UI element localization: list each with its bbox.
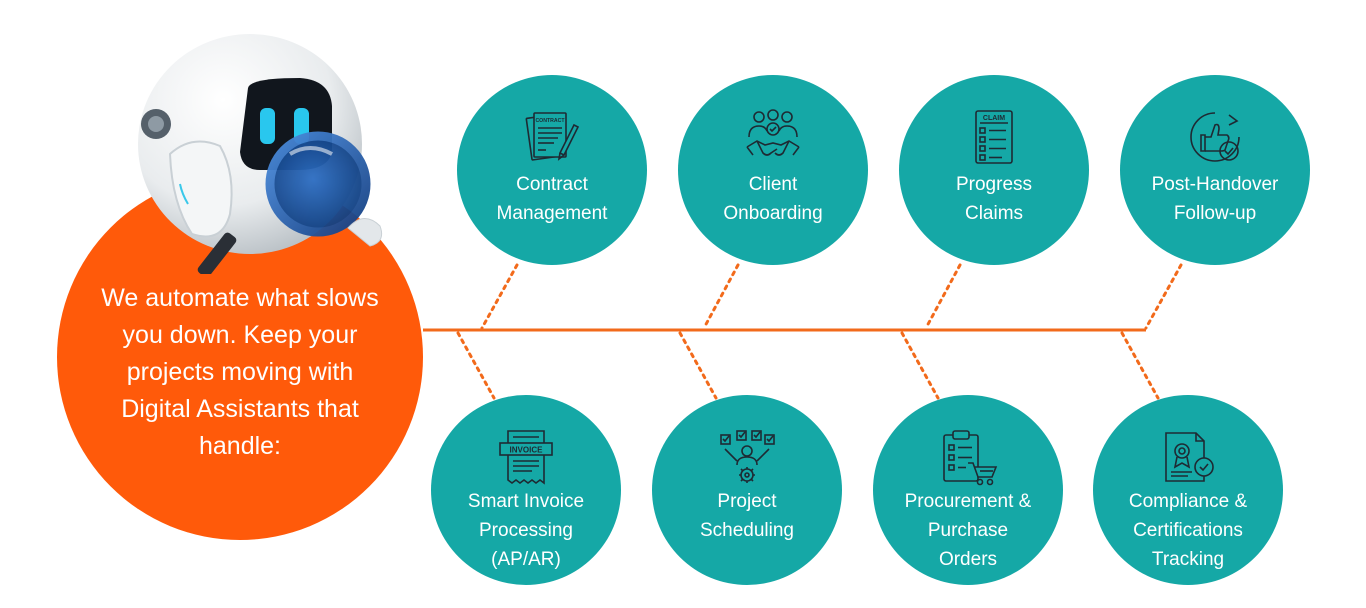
- node-label: Progress Claims: [955, 174, 1033, 224]
- connector-procurement: [900, 331, 940, 400]
- node-label: Client Onboarding: [723, 174, 823, 224]
- node-contract-management: CONTRACT Contract Management: [457, 75, 647, 265]
- claim-checklist-icon: CLAIM: [975, 110, 1013, 164]
- node-label: Compliance & Certifications Tracking: [1128, 491, 1248, 570]
- connector-followup: [1144, 263, 1183, 330]
- node-smart-invoice: INVOICE Smart Invoice Processing (AP/AR): [431, 395, 621, 585]
- hero-text: We automate what slows you down. Keep yo…: [101, 284, 379, 460]
- connector-invoice: [456, 331, 496, 400]
- contract-icon-text: CONTRACT: [535, 118, 565, 124]
- connector-contract: [480, 263, 519, 330]
- node-label: Contract Management: [496, 174, 608, 224]
- connector-claims: [924, 263, 962, 330]
- node-procurement: Procurement & Purchase Orders: [873, 395, 1063, 585]
- tasks-gear-icon: [720, 430, 775, 483]
- node-client-onboarding: Client Onboarding: [678, 75, 868, 265]
- node-label: Post-Handover Follow-up: [1151, 174, 1279, 224]
- claim-icon-text: CLAIM: [983, 115, 1005, 122]
- node-progress-claims: CLAIM Progress Claims: [899, 75, 1089, 265]
- node-project-scheduling: Project Scheduling: [652, 395, 842, 585]
- contract-document-icon: CONTRACT: [525, 112, 580, 161]
- node-post-handover: Post-Handover Follow-up: [1120, 75, 1310, 265]
- connector-client: [702, 263, 740, 330]
- invoice-icon: INVOICE: [499, 430, 553, 485]
- node-compliance: Compliance & Certifications Tracking: [1093, 395, 1283, 585]
- node-label: Smart Invoice Processing (AP/AR): [467, 491, 585, 570]
- connector-scheduling: [678, 331, 718, 400]
- robot-mascot-icon: [138, 34, 383, 274]
- clipboard-cart-icon: [943, 430, 998, 486]
- invoice-icon-text: INVOICE: [510, 446, 544, 455]
- thumbs-up-cycle-icon: [1190, 112, 1240, 162]
- handshake-icon: [746, 109, 800, 156]
- certificate-badge-icon: [1165, 432, 1214, 482]
- node-label: Procurement & Purchase Orders: [904, 491, 1032, 570]
- connector-compliance: [1120, 331, 1160, 400]
- node-label: Project Scheduling: [699, 491, 795, 541]
